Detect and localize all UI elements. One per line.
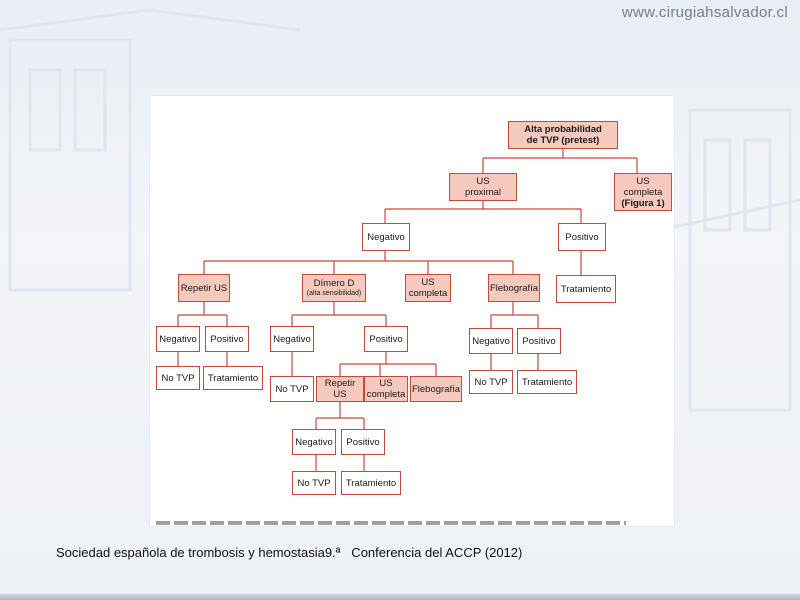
node-fleb-no-tvp: No TVP	[469, 370, 513, 394]
node-us-completa-figura1-line3: (Figura 1)	[621, 197, 665, 209]
node-fleb-positivo: Positivo	[517, 328, 561, 354]
site-url: www.cirugiahsalvador.cl	[621, 4, 788, 21]
node-negativo-level2: Negativo	[362, 223, 410, 251]
node-positivo-level2: Positivo	[558, 223, 606, 251]
node-fleb-negativo: Negativo	[469, 328, 513, 354]
node-repetir-us-1: Repetir US	[178, 274, 230, 302]
node-us-completa-low: US completa	[364, 376, 408, 402]
node-us-completa-mid: US completa	[405, 274, 451, 302]
node-us-proximal: US proximal	[449, 173, 517, 201]
node-us-completa-mid-line1: US	[421, 277, 435, 288]
node-flebografia-2: Flebografía	[410, 376, 462, 402]
node-repetir-us-2: Repetir US	[316, 376, 364, 402]
node-dimero-d: Dímero D (alta sensibilidad)	[302, 274, 366, 302]
node-low-negativo: Negativo	[292, 429, 336, 455]
figure-caption-cropped	[150, 520, 674, 526]
node-dimero-negativo: Negativo	[270, 326, 314, 352]
flowchart-panel	[150, 96, 674, 526]
node-us-completa-low-line1: US	[379, 378, 393, 389]
node-low-no-tvp: No TVP	[292, 471, 336, 495]
node-dimero-d-line2: (alta sensibilidad)	[306, 290, 362, 297]
node-dimero-no-tvp: No TVP	[270, 376, 314, 402]
bottom-bar	[0, 594, 800, 600]
node-fleb-tratamiento: Tratamiento	[517, 370, 577, 394]
node-repetir-positivo: Positivo	[205, 326, 249, 352]
node-dimero-d-line1: Dímero D	[313, 278, 355, 289]
footer-citation: Sociedad española de trombosis y hemosta…	[56, 545, 523, 560]
node-us-completa-low-line2: completa	[366, 389, 406, 400]
node-us-completa-figura1-line2: completa	[623, 186, 663, 198]
caption-text-fragment	[156, 521, 626, 525]
flowchart-connectors	[177, 148, 638, 471]
node-repetir-tratamiento: Tratamiento	[203, 366, 263, 390]
node-us-completa-figura1-line1: US	[636, 175, 650, 187]
node-alta-probabilidad-line2: de TVP (pretest)	[526, 135, 600, 146]
node-tratamiento-right: Tratamiento	[556, 275, 616, 303]
node-alta-probabilidad-line1: Alta probabilidad	[524, 124, 602, 135]
node-alta-probabilidad: Alta probabilidad de TVP (pretest)	[508, 121, 618, 149]
node-flebografia-1: Flebografía	[488, 274, 540, 302]
node-us-completa-mid-line2: completa	[408, 288, 448, 299]
node-low-positivo: Positivo	[341, 429, 385, 455]
node-us-proximal-line1: US	[476, 176, 490, 187]
node-repetir-negativo: Negativo	[156, 326, 200, 352]
node-dimero-positivo: Positivo	[364, 326, 408, 352]
node-us-proximal-line2: proximal	[465, 187, 501, 198]
node-low-tratamiento: Tratamiento	[341, 471, 401, 495]
node-repetir-no-tvp: No TVP	[156, 366, 200, 390]
node-us-completa-figura1: US completa (Figura 1)	[614, 173, 672, 211]
